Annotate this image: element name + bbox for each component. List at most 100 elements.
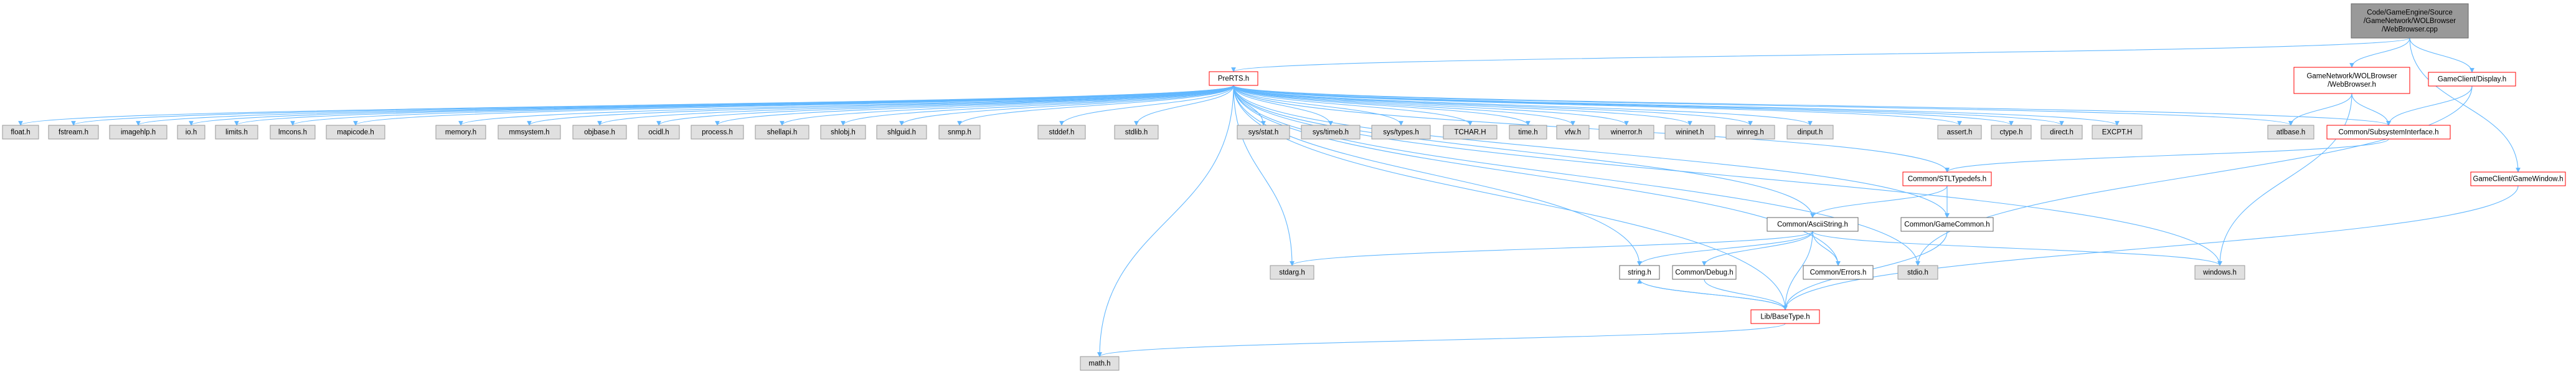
node-box xyxy=(572,125,627,140)
node-label: memory.h xyxy=(445,128,476,136)
edge-prerts-to-stltypedefs xyxy=(1233,85,1950,173)
node-label: Common/STLTypedefs.h xyxy=(1908,175,1986,183)
node-label: /WebBrowser.h xyxy=(2328,81,2376,89)
edge-prerts-to-stdio_h xyxy=(1233,85,1920,266)
node-limits-h[interactable]: limits.h xyxy=(215,125,258,140)
node-box xyxy=(1114,125,1159,140)
node-label: winreg.h xyxy=(1736,128,1763,136)
node-shellapi-h[interactable]: shellapi.h xyxy=(755,125,809,140)
node-common-gamecommon-h[interactable]: Common/GameCommon.h xyxy=(1900,217,1994,232)
node-common-stltypedefs-h[interactable]: Common/STLTypedefs.h xyxy=(1902,171,1992,186)
node-sys-stat-h[interactable]: sys/stat.h xyxy=(1237,125,1290,140)
node-io-h[interactable]: io.h xyxy=(177,125,205,140)
node-memory-h[interactable]: memory.h xyxy=(435,125,486,140)
node-code-gameengine-source-gamenetwork-wolbrowser-webbrowser-cpp[interactable]: Code/GameEngine/Source/GameNetwork/WOLBr… xyxy=(2351,3,2469,39)
node-stdarg-h[interactable]: stdarg.h xyxy=(1270,265,1314,280)
node-box xyxy=(1786,125,1834,140)
node-winreg-h[interactable]: winreg.h xyxy=(1725,125,1775,140)
node-box xyxy=(2041,125,2083,140)
edge-prerts-to-wininet_h xyxy=(1233,85,1692,126)
node-time-h[interactable]: time.h xyxy=(1509,125,1547,140)
node-ocidl-h[interactable]: ocidl.h xyxy=(638,125,680,140)
node-atlbase-h[interactable]: atlbase.h xyxy=(2267,125,2314,140)
node-imagehlp-h[interactable]: imagehlp.h xyxy=(109,125,167,140)
edge-prerts-to-atlbase_h xyxy=(1233,85,2293,126)
node-label: imagehlp.h xyxy=(121,128,156,136)
node-label: Common/SubsystemInterface.h xyxy=(2338,128,2438,136)
node-stdio-h[interactable]: stdio.h xyxy=(1897,265,1938,280)
node-label: io.h xyxy=(186,128,197,136)
node-box xyxy=(876,125,927,140)
node-snmp-h[interactable]: snmp.h xyxy=(938,125,981,140)
node-box xyxy=(2428,72,2516,87)
node-float-h[interactable]: float.h xyxy=(2,125,39,140)
node-box xyxy=(1301,125,1361,140)
node-box xyxy=(1209,71,1258,86)
node-objbase-h[interactable]: objbase.h xyxy=(572,125,627,140)
edge-prerts-to-direct_h xyxy=(1233,85,2064,126)
node-gameclient-display-h[interactable]: GameClient/Display.h xyxy=(2428,72,2516,87)
edge-prerts-to-asciistring xyxy=(1233,85,1815,218)
node-string-h[interactable]: string.h xyxy=(1619,265,1660,280)
node-box xyxy=(1672,265,1737,280)
node-label: Common/Debug.h xyxy=(1675,269,1733,276)
node-direct-h[interactable]: direct.h xyxy=(2041,125,2083,140)
node-process-h[interactable]: process.h xyxy=(691,125,744,140)
node-prerts-h[interactable]: PreRTS.h xyxy=(1209,71,1258,86)
edge-prerts-to-fstream_h xyxy=(71,85,1234,126)
nodes-layer: Code/GameEngine/Source/GameNetwork/WOLBr… xyxy=(2,3,2566,371)
node-box xyxy=(638,125,680,140)
node-common-debug-h[interactable]: Common/Debug.h xyxy=(1672,265,1737,280)
node-mapicode-h[interactable]: mapicode.h xyxy=(326,125,385,140)
node-shlguid-h[interactable]: shlguid.h xyxy=(876,125,927,140)
node-dinput-h[interactable]: dinput.h xyxy=(1786,125,1834,140)
node-assert-h[interactable]: assert.h xyxy=(1937,125,1982,140)
edge-prerts-to-stddef_h xyxy=(1059,85,1234,126)
node-winerror-h[interactable]: winerror.h xyxy=(1598,125,1654,140)
node-box xyxy=(1900,217,1994,232)
node-sys-timeb-h[interactable]: sys/timeb.h xyxy=(1301,125,1361,140)
node-stdlib-h[interactable]: stdlib.h xyxy=(1114,125,1159,140)
node-ctype-h[interactable]: ctype.h xyxy=(1991,125,2032,140)
node-lib-basetype-h[interactable]: Lib/BaseType.h xyxy=(1750,309,1820,324)
node-sys-types-h[interactable]: sys/types.h xyxy=(1371,125,1431,140)
node-vfw-h[interactable]: vfw.h xyxy=(1556,125,1590,140)
node-box xyxy=(691,125,744,140)
node-box xyxy=(1371,125,1431,140)
node-box xyxy=(48,125,99,140)
node-lmcons-h[interactable]: lmcons.h xyxy=(270,125,316,140)
node-shlobj-h[interactable]: shlobj.h xyxy=(820,125,866,140)
edge-prerts-to-stdlib_h xyxy=(1134,85,1234,126)
node-label: PreRTS.h xyxy=(1218,75,1249,82)
node-common-subsysteminterface-h[interactable]: Common/SubsystemInterface.h xyxy=(2326,125,2451,140)
node-mmsystem-h[interactable]: mmsystem.h xyxy=(498,125,561,140)
node-box xyxy=(1902,171,1992,186)
node-label: wininet.h xyxy=(1675,128,1704,136)
node-tchar-h[interactable]: TCHAR.H xyxy=(1443,125,1498,140)
node-fstream-h[interactable]: fstream.h xyxy=(48,125,99,140)
edge-prerts-to-subsys xyxy=(1233,85,2391,126)
node-label: TCHAR.H xyxy=(1454,128,1486,136)
node-label: ctype.h xyxy=(1999,128,2022,136)
node-box xyxy=(1725,125,1775,140)
node-stddef-h[interactable]: stddef.h xyxy=(1037,125,1086,140)
edge-prerts-to-shlobj_h xyxy=(841,85,1234,126)
edge-asciistring-to-windows_h xyxy=(1812,231,2222,266)
node-windows-h[interactable]: windows.h xyxy=(2194,265,2245,280)
node-box xyxy=(2,125,39,140)
edge-prerts-to-dinput_h xyxy=(1233,85,1813,126)
edge-prerts-to-math_h xyxy=(1097,85,1234,357)
node-gamenetwork-wolbrowser-webbrowser-h[interactable]: GameNetwork/WOLBrowser/WebBrowser.h xyxy=(2293,67,2410,94)
node-excpt-h[interactable]: EXCPT.H xyxy=(2092,125,2143,140)
node-label: stddef.h xyxy=(1049,128,1075,136)
node-gameclient-gamewindow-h[interactable]: GameClient/GameWindow.h xyxy=(2470,171,2566,186)
edge-prerts-to-mmsystem_h xyxy=(527,85,1234,126)
node-common-errors-h[interactable]: Common/Errors.h xyxy=(1803,265,1874,280)
node-common-asciistring-h[interactable]: Common/AsciiString.h xyxy=(1767,217,1859,232)
edge-prerts-to-systimeb_h xyxy=(1233,85,1333,126)
node-label: Code/GameEngine/Source xyxy=(2367,9,2452,16)
node-box xyxy=(1664,125,1715,140)
node-math-h[interactable]: math.h xyxy=(1080,356,1120,371)
node-wininet-h[interactable]: wininet.h xyxy=(1664,125,1715,140)
node-box xyxy=(755,125,809,140)
